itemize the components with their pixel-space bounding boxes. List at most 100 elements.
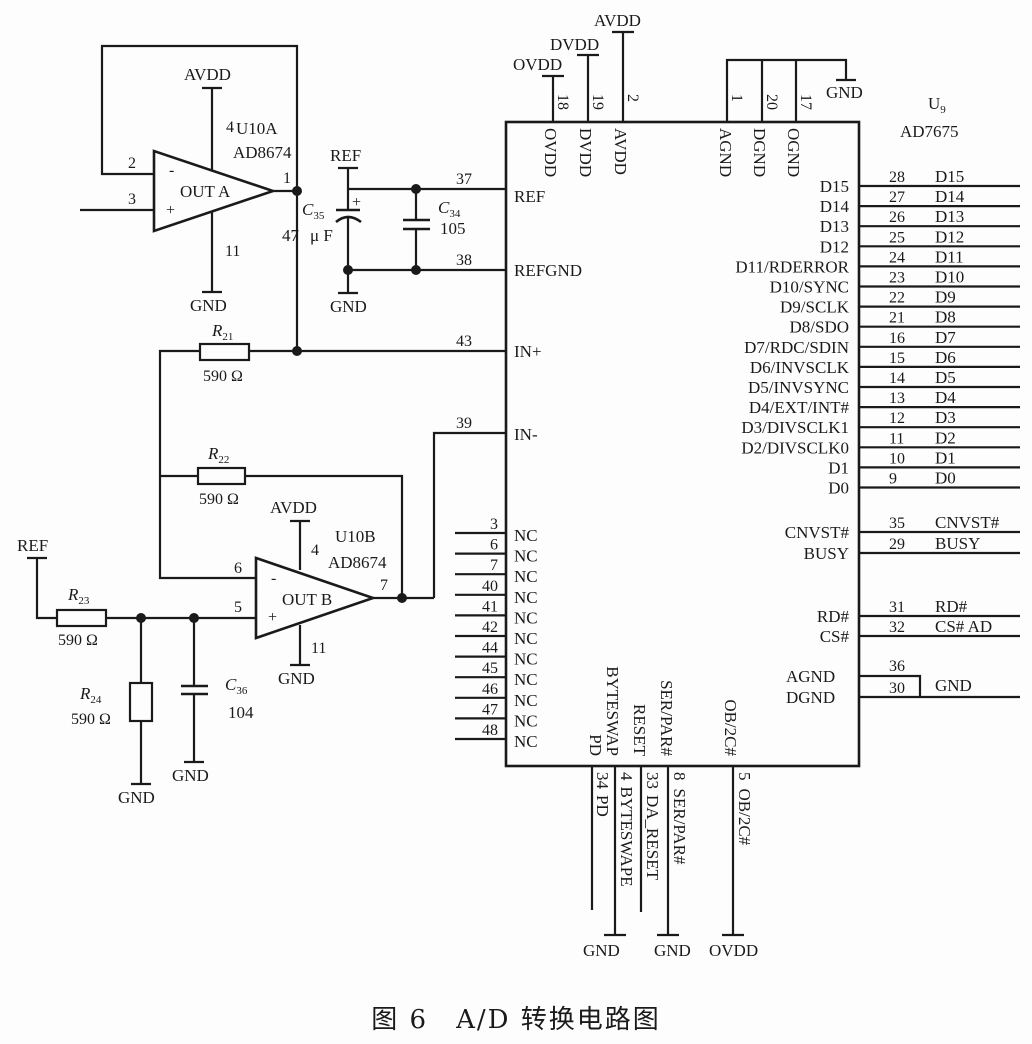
- opamp-u10b: OUT B - + U10B AD8674 AVDD 4 GND 11 6 5 …: [234, 498, 434, 688]
- pin-name: D0: [828, 479, 849, 498]
- pin-name: AVDD: [611, 128, 630, 175]
- gnd-net-label: GND: [583, 941, 620, 960]
- pin-number: 17: [797, 94, 814, 110]
- c36-ref-label: C36: [225, 675, 248, 697]
- opamp-b-triangle: [254, 556, 378, 640]
- gnd-net-label: GND: [935, 676, 972, 695]
- net-label: D4: [935, 388, 956, 407]
- net-label: D9: [935, 288, 956, 307]
- nc-pin: 6NC: [455, 537, 538, 566]
- pin-name: D2/DIVSCLK0: [741, 438, 849, 457]
- pin-name: CS#: [820, 627, 850, 646]
- ad7675-chip-body: [504, 120, 861, 768]
- gnd-net-label: GND: [654, 941, 691, 960]
- r22-ref-label: R22: [207, 444, 229, 466]
- bottom-pin-label-reset: 33DA_RESET: [643, 772, 662, 881]
- junction-dot: [411, 184, 421, 194]
- pin-name: NC: [514, 547, 538, 566]
- pin-name: NC: [514, 567, 538, 586]
- opamp-u10a: OUT A - + U10A AD8674 AVDD 4 GND 11 2 3 …: [80, 44, 302, 356]
- pin-name: DGND: [750, 128, 769, 177]
- pin-name: NC: [514, 526, 538, 545]
- ref-net-label: REF: [17, 536, 48, 555]
- ref-net-label: REF: [330, 146, 361, 165]
- pin-number: 26: [889, 209, 905, 226]
- r21-value: 590 Ω: [203, 368, 243, 385]
- opamp-a-triangle: [152, 149, 278, 233]
- pin-number: 2: [128, 155, 136, 172]
- c34-value: 105: [440, 219, 466, 238]
- pin-name: REFGND: [514, 261, 582, 280]
- junction-dot: [397, 593, 407, 603]
- chip-pin-dvdd: DVDD 19 DVDD: [550, 35, 606, 177]
- r24-value: 590 Ω: [71, 711, 111, 728]
- pin-name: NC: [514, 691, 538, 710]
- noninverting-sign: +: [268, 609, 277, 626]
- chip-ref-label: U9: [928, 94, 946, 116]
- ref-decoupling: REF + GND C35 47 μ F C34 105: [282, 146, 466, 316]
- pin-number: 37: [456, 171, 472, 188]
- junction-dot: [343, 265, 353, 275]
- pin-number: 14: [889, 370, 905, 387]
- pin-name: IN-: [514, 425, 538, 444]
- inverting-sign: -: [271, 570, 276, 587]
- pin-name: REF: [514, 187, 545, 206]
- net-label: CNVST#: [935, 513, 1000, 532]
- c35-value-b: μ F: [310, 226, 333, 245]
- c36-value: 104: [228, 703, 254, 722]
- pin-number: 25: [889, 229, 905, 246]
- net-label: CS# AD: [935, 617, 992, 636]
- gnd-net-label: GND: [172, 766, 209, 785]
- avdd-net-label: AVDD: [184, 65, 231, 84]
- net-label: D5: [935, 368, 956, 387]
- net-label: D14: [935, 187, 965, 206]
- pin-number: 36: [889, 658, 905, 675]
- net-label: D10: [935, 268, 964, 287]
- avdd-net-label: AVDD: [270, 498, 317, 517]
- bottom-pin-label-serpar: 8SER/PAR#: [670, 772, 689, 865]
- pin-number: 43: [456, 333, 472, 350]
- pin-number: 38: [456, 252, 472, 269]
- bottom-pin-label-ob2c: 5OB/2C#: [735, 772, 754, 846]
- pin-name: D10/SYNC: [770, 278, 849, 297]
- nc-pin-group: 3NC6NC7NC40NC41NC42NC44NC45NC46NC47NC48N…: [455, 516, 538, 751]
- pin-name: D7/RDC/SDIN: [744, 338, 849, 357]
- pin-name: NC: [514, 629, 538, 648]
- pin-number: 27: [889, 189, 905, 206]
- data-pin: D7/RDC/SDIN 16 D7: [744, 328, 1020, 357]
- net-label: D7: [935, 328, 956, 347]
- pin-name: IN+: [514, 342, 542, 361]
- pin-name: D1: [828, 458, 849, 477]
- pin-number: 39: [456, 415, 472, 432]
- pin-number: 1: [283, 170, 291, 187]
- chip-bottom-pins: PD BYTESWAP RESET SER/PAR# OB/2C# 34PD 4…: [583, 666, 758, 960]
- pin-number: 44: [482, 640, 498, 657]
- pin-number: 21: [889, 310, 905, 327]
- avdd-net-label: AVDD: [594, 11, 641, 30]
- pin-name: D12: [820, 237, 849, 256]
- gnd-net-label: GND: [190, 296, 227, 315]
- pin-number: 9: [889, 471, 897, 488]
- r23-body: [55, 608, 108, 628]
- pin-number: 16: [889, 330, 905, 347]
- pin-number: 4: [226, 119, 234, 136]
- pin-number: 5: [234, 599, 242, 616]
- pin-name-serpar: SER/PAR#: [657, 680, 676, 756]
- polarity-plus: +: [352, 194, 361, 211]
- nc-pin: 7NC: [455, 557, 538, 586]
- pin-number: 12: [889, 410, 905, 427]
- ovdd-net-label: OVDD: [709, 941, 758, 960]
- chip-pin-ovdd: OVDD 18 OVDD: [513, 55, 571, 177]
- chip-pin-ref: 37 REF: [347, 171, 545, 206]
- pin-name: D3/DIVSCLK1: [741, 418, 849, 437]
- pin-number: 28: [889, 169, 905, 186]
